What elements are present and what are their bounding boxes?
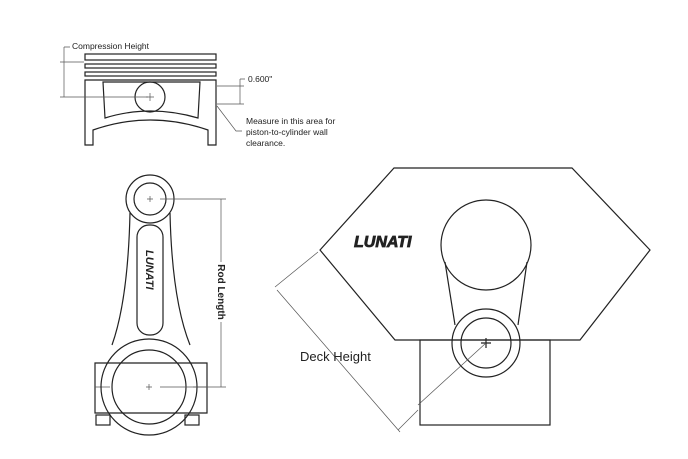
rod-logo: LUNATI bbox=[143, 250, 155, 290]
engine-logo: LUNATI bbox=[354, 234, 412, 251]
rod-length-label: Rod Length bbox=[215, 264, 226, 320]
connecting-rod-drawing: LUNATI Rod Length bbox=[94, 174, 226, 436]
piston-drawing: Compression Height 0.600" Measure in thi… bbox=[60, 41, 335, 148]
note-line-2: piston-to-cylinder wall bbox=[246, 127, 328, 137]
note-line-1: Measure in this area for bbox=[246, 116, 335, 126]
compression-height-label: Compression Height bbox=[72, 41, 150, 51]
dimension-0600-label: 0.600" bbox=[248, 74, 272, 84]
engine-cross-section: LUNATI Deck Height bbox=[274, 167, 651, 433]
note-line-3: clearance. bbox=[246, 138, 285, 148]
deck-height-label: Deck Height bbox=[300, 349, 371, 364]
